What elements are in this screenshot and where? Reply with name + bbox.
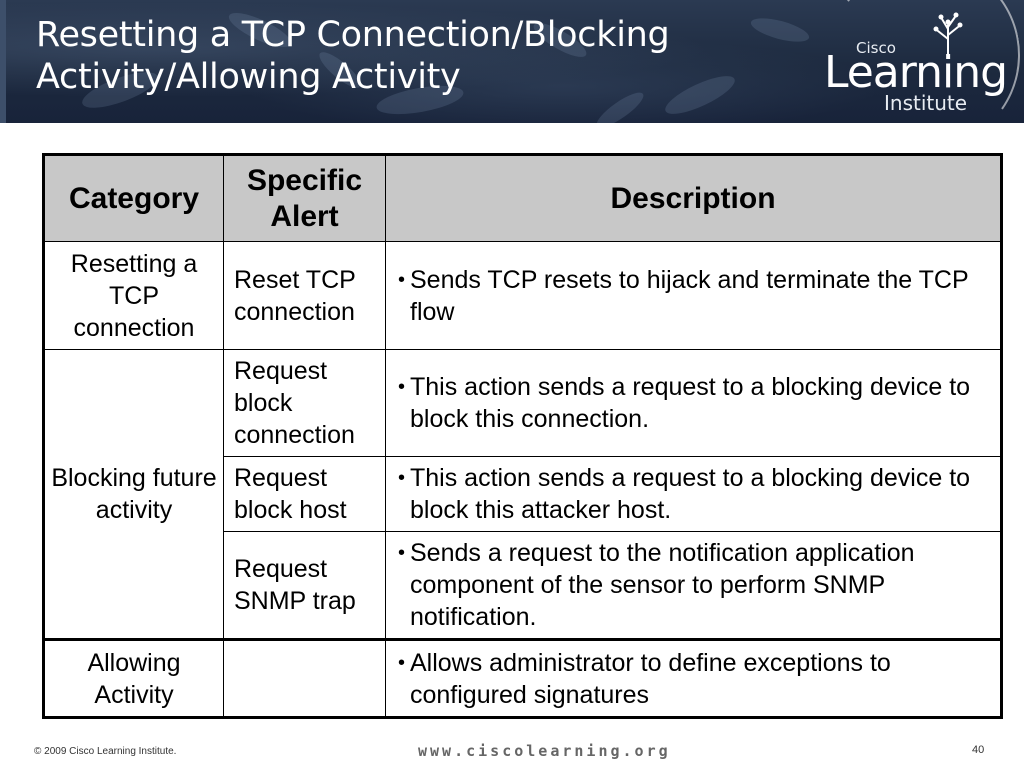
header-specific-alert: Specific Alert bbox=[223, 154, 386, 242]
description-cell: •This action sends a request to a blocki… bbox=[385, 456, 1002, 532]
slide-title: Resetting a TCP Connection/Blocking Acti… bbox=[36, 15, 670, 97]
cisco-learning-institute-logo: Cisco Learning Institute bbox=[820, 5, 1020, 117]
table-row: Request block host •This action sends a … bbox=[44, 456, 1002, 532]
description-cell: •This action sends a request to a blocki… bbox=[385, 349, 1002, 457]
bullet-icon: • bbox=[398, 467, 406, 489]
description-cell: •Sends a request to the notification app… bbox=[385, 531, 1002, 640]
alert-cell: Reset TCP connection bbox=[223, 241, 386, 350]
header-leaf-pattern bbox=[82, 13, 810, 123]
alert-cell bbox=[223, 638, 386, 718]
page-number: 40 bbox=[972, 744, 985, 756]
tree-icon bbox=[933, 12, 963, 55]
logo-learning-text: Learning bbox=[824, 47, 1008, 98]
logo-cisco-text: Cisco bbox=[856, 39, 896, 57]
table-row: Allowing Activity •Allows administrator … bbox=[43, 638, 1002, 718]
alert-cell: Request SNMP trap bbox=[223, 531, 386, 640]
footer-url: www.ciscolearning.org bbox=[418, 742, 671, 760]
slide-header-banner: Resetting a TCP Connection/Blocking Acti… bbox=[0, 0, 1024, 123]
header-category: Category bbox=[43, 154, 224, 242]
table-row: Resetting a TCP connection Reset TCP con… bbox=[43, 241, 1002, 350]
table-row: Blocking future activity Request block c… bbox=[43, 349, 1002, 640]
category-cell: Allowing Activity bbox=[43, 638, 224, 718]
description-text: Allows administrator to define exception… bbox=[410, 648, 891, 709]
alert-cell: Request block host bbox=[223, 456, 386, 532]
category-cell: Resetting a TCP connection bbox=[43, 241, 224, 350]
logo-institute-text: Institute bbox=[884, 91, 968, 115]
bullet-icon: • bbox=[398, 651, 406, 674]
header-stripe bbox=[0, 0, 6, 123]
table-row: Request SNMP trap •Sends a request to th… bbox=[44, 531, 1002, 640]
bullet-icon: • bbox=[398, 542, 406, 564]
bullet-icon: • bbox=[398, 376, 406, 398]
header-description: Description bbox=[385, 154, 1002, 242]
category-cell: Blocking future activity bbox=[43, 349, 224, 640]
description-cell: •Sends TCP resets to hijack and terminat… bbox=[385, 241, 1002, 350]
table-header-row: Category Specific Alert Description bbox=[43, 154, 1002, 242]
alerts-table: Category Specific Alert Description Rese… bbox=[42, 153, 1003, 719]
footer-copyright: © 2009 Cisco Learning Institute. bbox=[34, 746, 177, 757]
bullet-icon: • bbox=[398, 268, 406, 291]
description-text: Sends TCP resets to hijack and terminate… bbox=[410, 265, 969, 326]
description-cell: •Allows administrator to define exceptio… bbox=[385, 638, 1002, 718]
description-text: Sends a request to the notification appl… bbox=[410, 539, 915, 631]
description-text: This action sends a request to a blockin… bbox=[410, 373, 971, 433]
alert-cell: Request block connection bbox=[223, 349, 386, 457]
description-text: This action sends a request to a blockin… bbox=[410, 464, 971, 524]
